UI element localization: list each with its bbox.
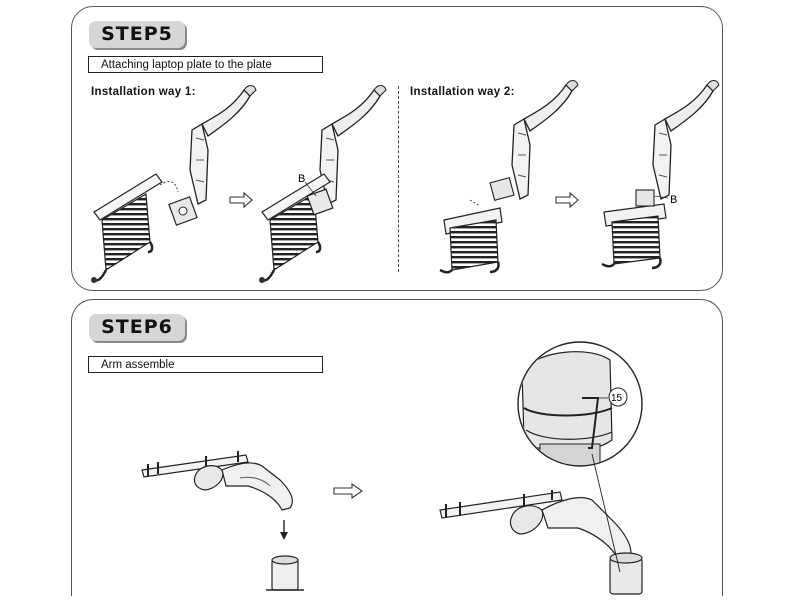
down-arrow-icon: [280, 520, 288, 540]
installation-way-1-label: Installation way 1:: [91, 86, 196, 98]
step5-way2-figure-a: [439, 79, 579, 274]
step6-pole-a: [266, 555, 304, 591]
right-arrow-icon: [555, 191, 579, 209]
step5-way2-figure-b: [601, 79, 720, 270]
right-arrow-icon: [229, 191, 253, 209]
installation-way-2-label: Installation way 2:: [410, 86, 515, 98]
step5-way1-figure-a: [89, 84, 257, 285]
step5-way1-figure-b: [257, 84, 387, 285]
callout-15: 15: [611, 393, 623, 404]
right-arrow-icon: [333, 482, 363, 500]
hex-key-icon: [582, 387, 628, 449]
callout-b-way1: B: [298, 173, 305, 185]
step5-caption: Attaching laptop plate to the plate: [88, 56, 323, 73]
step6-caption: Arm assemble: [88, 356, 323, 373]
step5-divider: [398, 86, 399, 272]
callout-b-way2: B: [670, 194, 677, 206]
step6-arm-figure-b: [439, 490, 643, 595]
step5-badge: STEP5: [89, 21, 185, 48]
step6-detail-magnifier: [517, 341, 643, 573]
step5-panel: STEP5: [71, 6, 723, 291]
step6-badge: STEP6: [89, 314, 185, 341]
step6-arm-figure-a: [141, 451, 293, 511]
